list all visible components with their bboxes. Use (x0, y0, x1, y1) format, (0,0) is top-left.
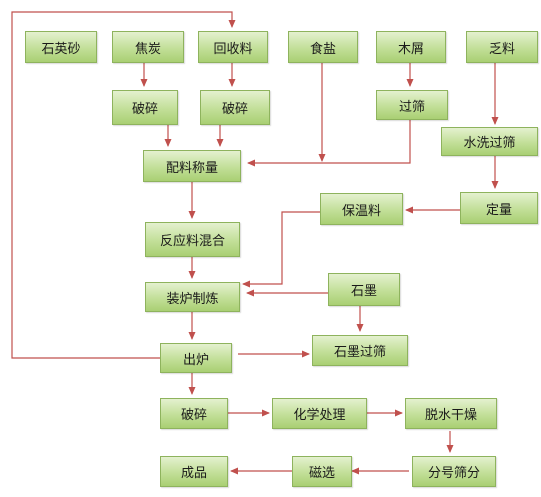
node-quartz-sand: 石英砂 (25, 31, 97, 63)
node-graphite: 石墨 (328, 273, 400, 306)
node-quantify: 定量 (460, 192, 538, 224)
node-magnetic-separation: 磁选 (292, 456, 352, 487)
node-reaction-mix: 反应料混合 (145, 222, 240, 257)
node-furnace-loading: 装炉制炼 (145, 282, 240, 312)
node-discharge: 出炉 (160, 343, 232, 373)
node-coke: 焦炭 (112, 31, 184, 63)
node-chemical-treatment: 化学处理 (272, 398, 367, 429)
node-salt: 食盐 (288, 31, 358, 63)
node-product: 成品 (160, 456, 228, 487)
arrow-insulation-to-furnace (242, 211, 320, 288)
arrow-discharge-loop-to-recycled (11, 11, 236, 359)
node-crush-recycled: 破碎 (200, 90, 270, 125)
arrow-sieve-to-batching (247, 120, 411, 167)
node-wood-chips: 木屑 (376, 31, 446, 63)
node-crush-coke: 破碎 (112, 90, 178, 125)
node-dehydrate-dry: 脱水干燥 (405, 398, 497, 429)
node-recycled-material: 回收料 (198, 31, 268, 63)
node-wash-sieve: 水洗过筛 (441, 127, 538, 156)
node-waste-material: 乏料 (466, 31, 538, 63)
node-crush-final: 破碎 (160, 398, 228, 429)
node-batching-weighing: 配料称量 (143, 150, 241, 182)
node-insulation-material: 保温料 (320, 193, 403, 225)
node-grading-sieve: 分号筛分 (412, 456, 496, 487)
node-graphite-sieve: 石墨过筛 (312, 335, 408, 366)
node-sieve: 过筛 (376, 90, 448, 120)
